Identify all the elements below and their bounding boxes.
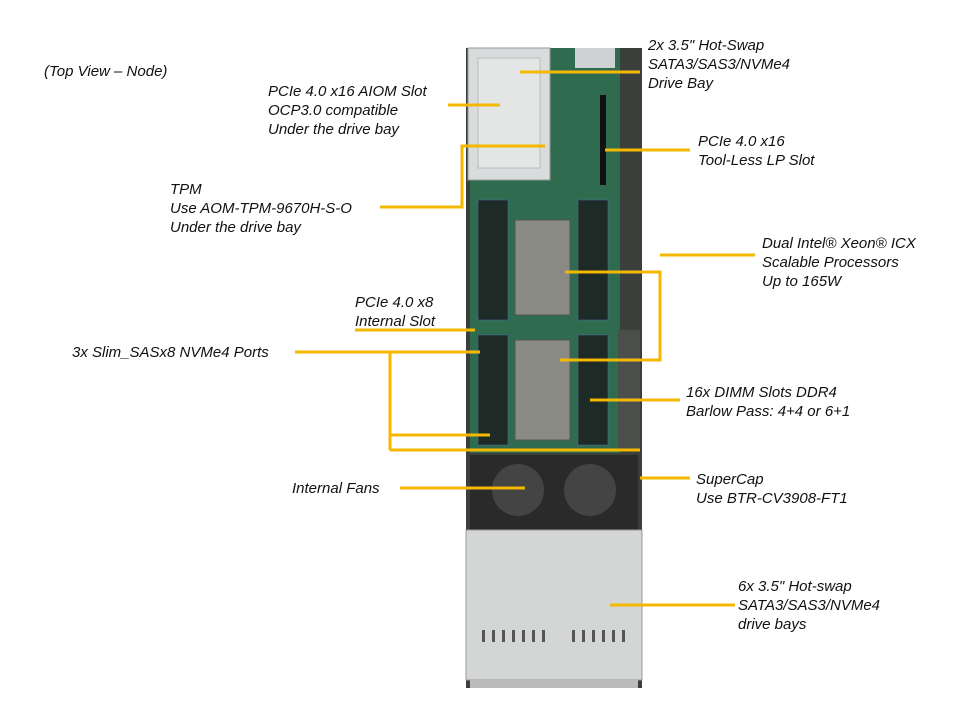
- cpu-heatsink-1: [514, 219, 571, 316]
- lp-slot: [600, 95, 606, 185]
- callout-fans: Internal Fans: [292, 480, 380, 497]
- leader-lines: [295, 70, 755, 607]
- view-label: (Top View – Node): [44, 63, 168, 80]
- cpu-heatsink-2: [514, 339, 571, 441]
- callout-slim-sas: 3x Slim_SASx8 NVMe4 Ports: [72, 344, 269, 361]
